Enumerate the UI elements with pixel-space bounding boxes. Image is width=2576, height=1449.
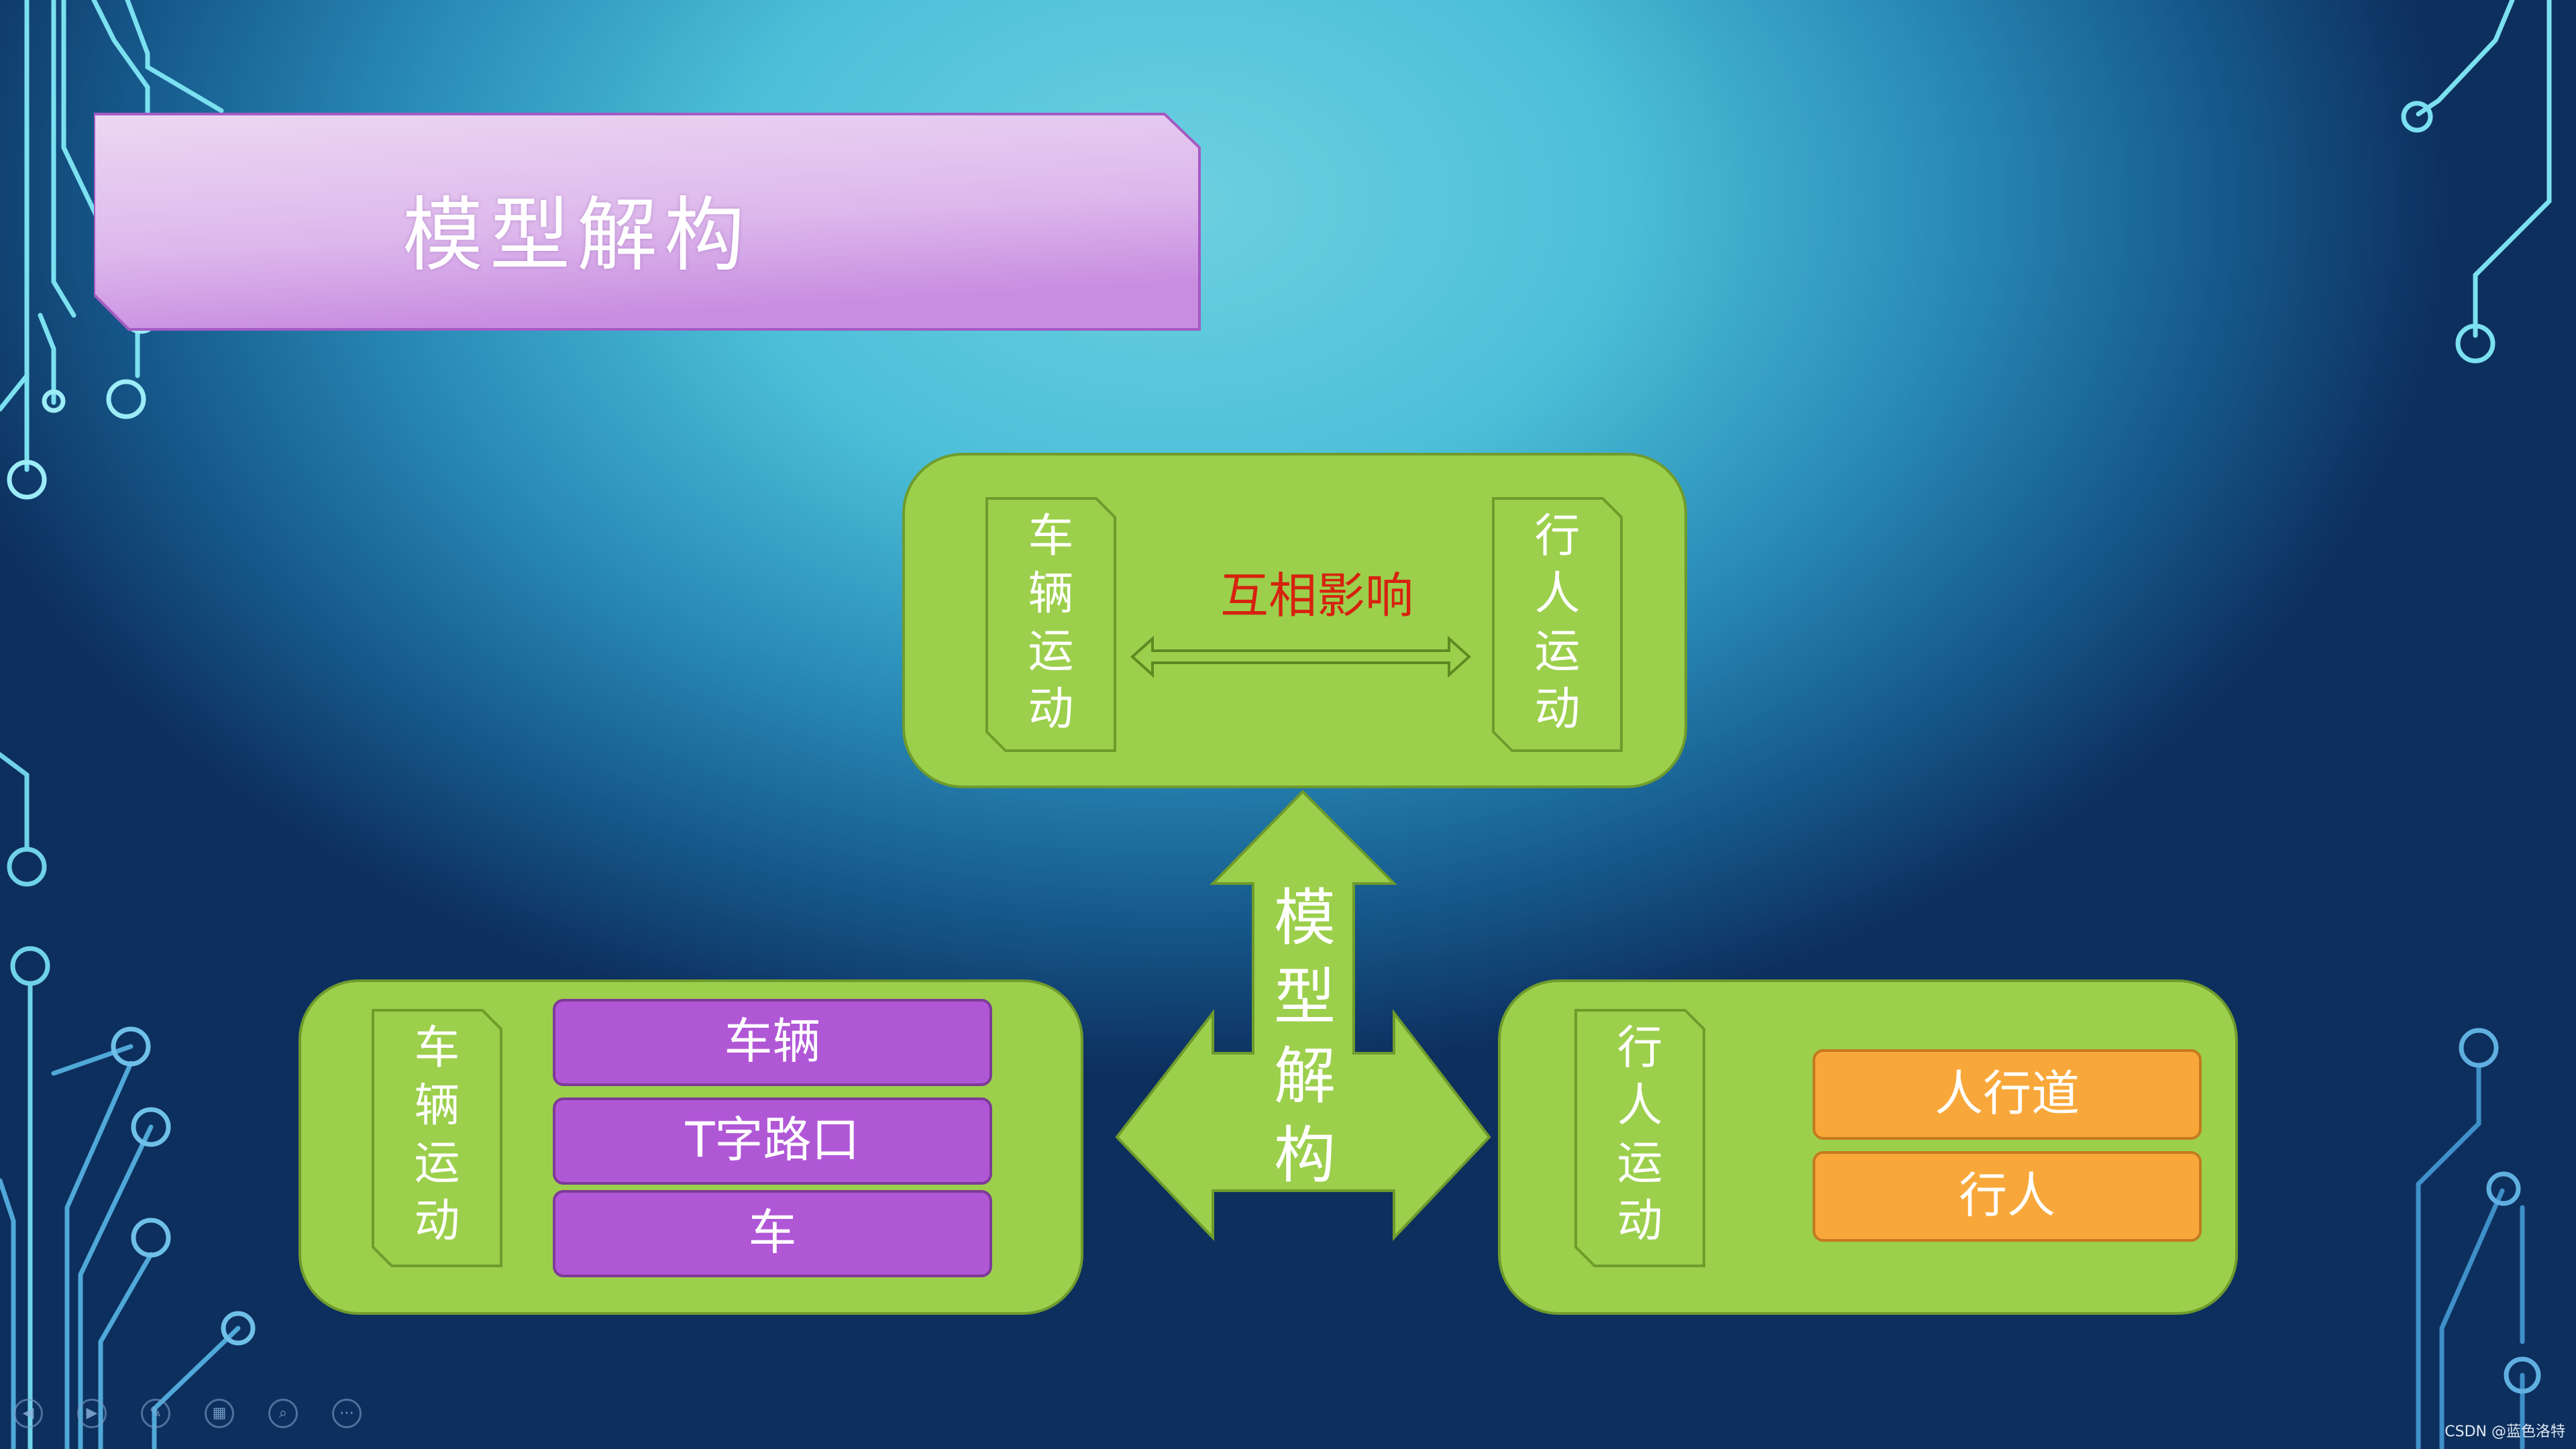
relation-label: 互相影响 <box>1220 556 1413 627</box>
pedestrian-panel: 行人运动 人行道 行人 <box>1498 979 2238 1315</box>
item-t-junction: T字路口 <box>553 1097 992 1185</box>
item-pedestrian: 行人 <box>1813 1151 2202 1242</box>
previous-icon[interactable]: ◀ <box>13 1399 43 1428</box>
item-vehicles: 车辆 <box>553 999 992 1086</box>
double-arrow-icon <box>1130 633 1472 680</box>
interaction-panel: 车辆运动 互相影响 行人运动 <box>902 453 1687 788</box>
decomposition-arrow: 模型解构 <box>1114 788 1493 1241</box>
vehicle-motion-label-2: 车辆运动 <box>372 1009 502 1267</box>
title-banner: 模型解构 <box>94 113 1201 331</box>
vehicle-motion-label: 车辆运动 <box>985 497 1116 752</box>
watermark: CSDN @蓝色洛特 <box>2445 1419 2565 1441</box>
zoom-icon[interactable]: ⌕ <box>268 1399 298 1428</box>
item-car: 车 <box>553 1190 992 1277</box>
item-sidewalk: 人行道 <box>1813 1049 2202 1140</box>
slides-grid-icon[interactable]: ▦ <box>205 1399 234 1428</box>
pen-icon[interactable]: ✎ <box>141 1399 170 1428</box>
vehicle-panel: 车辆运动 车辆 T字路口 车 <box>299 979 1083 1315</box>
next-icon[interactable]: ▶ <box>77 1399 107 1428</box>
page-title: 模型解构 <box>402 170 751 286</box>
pedestrian-motion-label: 行人运动 <box>1492 497 1623 752</box>
more-icon[interactable]: ⋯ <box>332 1399 362 1428</box>
center-label: 模型解构 <box>1265 879 1345 1195</box>
pedestrian-motion-label-2: 行人运动 <box>1574 1009 1705 1267</box>
